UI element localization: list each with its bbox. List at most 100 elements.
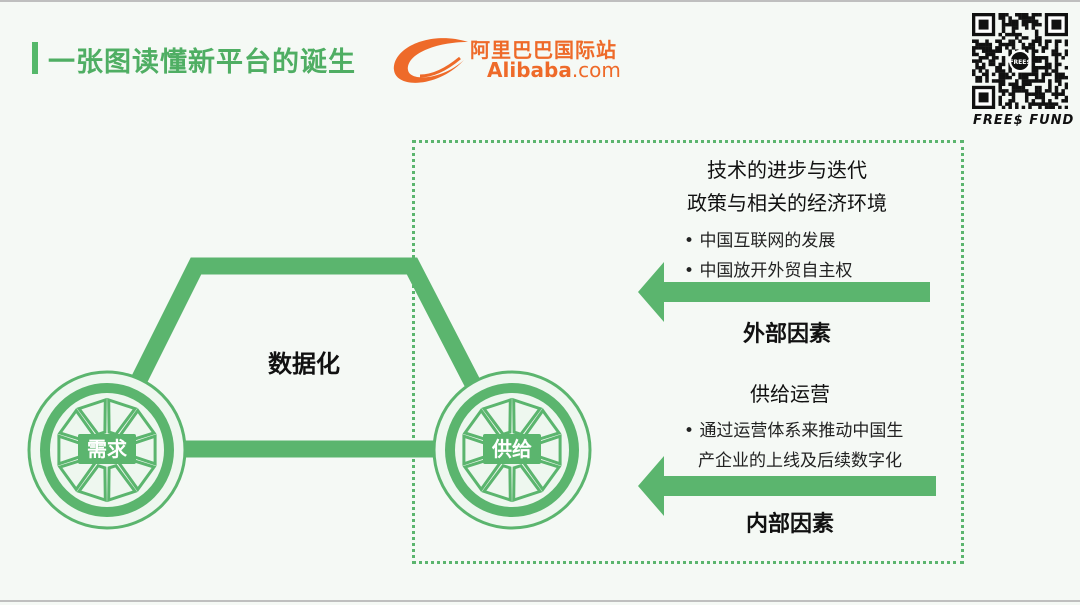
qr-module bbox=[998, 82, 1002, 87]
wheel-spoke bbox=[76, 397, 107, 437]
qr-module bbox=[1021, 16, 1026, 20]
qr-module bbox=[1011, 32, 1016, 37]
qr-module bbox=[1008, 19, 1012, 24]
qr-module bbox=[1028, 82, 1032, 87]
qr-module bbox=[1031, 59, 1036, 63]
qr-module bbox=[1031, 39, 1036, 43]
qr-module bbox=[1028, 42, 1032, 47]
qr-module bbox=[1031, 42, 1036, 47]
qr-module bbox=[985, 42, 989, 47]
qr-module bbox=[1031, 56, 1036, 60]
qr-module bbox=[998, 16, 1002, 20]
qr-module bbox=[1008, 52, 1012, 57]
qr-module bbox=[1064, 52, 1068, 57]
qr-module bbox=[1031, 52, 1036, 57]
qr-module bbox=[981, 49, 986, 53]
qr-module bbox=[1028, 46, 1032, 50]
qr-module bbox=[1054, 102, 1059, 106]
qr-module bbox=[998, 85, 1002, 90]
qr-module bbox=[1034, 36, 1039, 40]
qr-module bbox=[1034, 39, 1039, 43]
qr-module bbox=[1044, 105, 1049, 109]
qr-module bbox=[1015, 89, 1019, 93]
qr-module bbox=[998, 89, 1002, 93]
qr-module bbox=[1008, 22, 1012, 27]
wheel-spoke bbox=[512, 397, 543, 437]
qr-module bbox=[1058, 62, 1062, 67]
qr-module bbox=[998, 49, 1002, 53]
qr-module bbox=[972, 69, 976, 73]
qr-module bbox=[1034, 72, 1039, 77]
qr-module bbox=[1024, 16, 1029, 20]
qr-module bbox=[1008, 102, 1012, 106]
qr-module bbox=[1051, 49, 1055, 53]
qr-module bbox=[1038, 22, 1042, 27]
qr-module bbox=[1031, 26, 1036, 30]
qr-module bbox=[1028, 92, 1032, 96]
internal-bullet-line-2: 产企业的上线及后续数字化 bbox=[698, 451, 902, 471]
qr-module bbox=[1015, 22, 1019, 27]
internal-factor-label: 内部因素 bbox=[745, 512, 835, 537]
qr-module bbox=[1015, 85, 1019, 90]
qr-module bbox=[1048, 102, 1052, 106]
page-title: 一张图读懂新平台的诞生 bbox=[48, 47, 356, 78]
qr-module bbox=[1031, 99, 1036, 103]
qr-module bbox=[1011, 39, 1016, 43]
qr-module bbox=[991, 62, 996, 67]
qr-module bbox=[978, 59, 983, 63]
qr-module bbox=[1011, 22, 1016, 27]
qr-module bbox=[1031, 13, 1036, 17]
qr-module bbox=[1008, 16, 1012, 20]
qr-module bbox=[978, 56, 983, 60]
qr-module bbox=[1054, 56, 1059, 60]
qr-module bbox=[1064, 82, 1068, 87]
qr-module bbox=[1034, 32, 1039, 37]
qr-module bbox=[1018, 13, 1022, 17]
qr-module bbox=[1034, 102, 1039, 106]
qr-module bbox=[1021, 72, 1026, 77]
qr-module bbox=[1054, 79, 1059, 83]
qr-module bbox=[1054, 89, 1059, 93]
qr-module bbox=[985, 39, 989, 43]
qr-module bbox=[1034, 13, 1039, 17]
qr-module bbox=[1001, 22, 1006, 27]
qr-module bbox=[998, 39, 1002, 43]
qr-module bbox=[1038, 42, 1042, 47]
qr-module bbox=[1048, 72, 1052, 77]
qr-module bbox=[995, 65, 999, 70]
qr-module bbox=[1041, 75, 1046, 80]
qr-module bbox=[972, 72, 976, 77]
qr-module bbox=[1001, 56, 1006, 60]
qr-module bbox=[1021, 19, 1026, 24]
qr-module bbox=[1001, 92, 1006, 96]
qr-module bbox=[1044, 89, 1049, 93]
qr-module bbox=[1054, 72, 1059, 77]
qr-module bbox=[1058, 92, 1062, 96]
qr-module bbox=[1021, 82, 1026, 87]
qr-module bbox=[1008, 92, 1012, 96]
qr-module bbox=[1064, 39, 1068, 43]
qr-module bbox=[1015, 105, 1019, 109]
qr-module bbox=[985, 46, 989, 50]
wheel-spoke bbox=[512, 463, 543, 503]
qr-module bbox=[1008, 32, 1012, 37]
qr-module bbox=[1005, 42, 1009, 47]
qr-module bbox=[1024, 95, 1029, 100]
qr-module bbox=[1018, 39, 1022, 43]
internal-arrow bbox=[638, 456, 936, 516]
qr-module bbox=[1044, 72, 1049, 77]
qr-module bbox=[1008, 39, 1012, 43]
qr-module bbox=[1018, 16, 1022, 20]
qr-module bbox=[1008, 99, 1012, 103]
qr-module bbox=[1041, 95, 1046, 100]
qr-module bbox=[1024, 22, 1029, 27]
external-bullet-2: 中国放开外贸自主权 bbox=[684, 256, 852, 281]
qr-module bbox=[988, 62, 993, 67]
qr-module bbox=[972, 49, 976, 53]
qr-module bbox=[1001, 13, 1006, 17]
qr-center-badge bbox=[1009, 50, 1031, 72]
qr-module bbox=[1054, 42, 1059, 47]
qr-finder bbox=[1051, 19, 1062, 30]
qr-module bbox=[1038, 13, 1042, 17]
